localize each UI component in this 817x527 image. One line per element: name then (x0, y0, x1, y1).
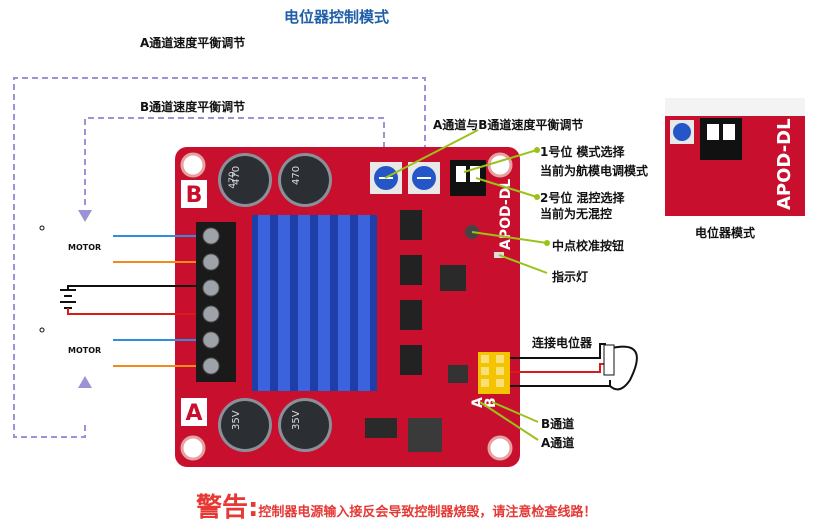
pot-header[interactable] (478, 352, 510, 394)
regulator (365, 418, 397, 438)
label-b-balance: B通道速度平衡调节 (140, 100, 246, 114)
cap-text-1: 470 (231, 166, 242, 185)
silk-b-small: B (483, 397, 499, 408)
pot-loop-wire (609, 345, 638, 391)
inset-photo: APOD-DL (665, 98, 805, 216)
silk-a-small: A (470, 397, 486, 408)
brand-label: APOD-DL (498, 179, 514, 250)
label-a-balance: A通道速度平衡调节 (140, 36, 246, 50)
label-channel-a: A通道 (541, 436, 575, 450)
leader-channel-a (479, 401, 539, 441)
external-potentiometer (603, 344, 615, 376)
inset-caption: 电位器模式 (695, 226, 756, 240)
mosfet-3 (400, 300, 422, 330)
cap-text-2: 470 (291, 166, 302, 185)
label-switch1-line2: 当前为航模电调模式 (540, 164, 649, 178)
power-wire-red (67, 308, 196, 315)
capacitor-bottom-right (281, 401, 329, 449)
motor-a-label: MOTOR (68, 346, 102, 355)
warning-text: 控制器电源输入接反会导致控制器烧毁，请注意检查线路！ (258, 505, 597, 520)
label-connect-pot: 连接电位器 (532, 336, 593, 350)
a-balance-dashed-line (13, 77, 426, 438)
motor-b-label: MOTOR (68, 243, 102, 252)
leader-switch2 (475, 177, 538, 198)
power-wire-black (67, 285, 196, 290)
cap-text-3: 35V (231, 410, 242, 430)
pot-wire-2 (510, 363, 606, 373)
a-balance-arrow (78, 376, 92, 388)
b-balance-arrow (78, 210, 92, 222)
label-channel-b: B通道 (541, 417, 575, 431)
marker-bottom (39, 327, 45, 333)
mosfet-2 (400, 255, 422, 285)
label-switch2-line1: 2号位 混控选择 (540, 191, 625, 205)
capacitor-bottom-left (221, 401, 269, 449)
silk-a-label: A (185, 401, 202, 426)
warning-banner: 警告:控制器电源输入接反会导致控制器烧毁，请注意检查线路！ (196, 487, 596, 524)
page-title: 电位器控制模式 (284, 8, 390, 26)
svg-text:470: 470 (228, 171, 238, 188)
leader-indicator (498, 254, 548, 274)
label-switch2-line2: 当前为无混控 (540, 207, 613, 221)
pot-wire-3 (510, 380, 611, 387)
inductor (408, 418, 442, 452)
label-switch1-line1: 1号位 模式选择 (540, 145, 625, 159)
capacitor-top-right (278, 153, 332, 207)
mosfet-1 (400, 210, 422, 240)
leader-switch1 (463, 149, 538, 173)
terminal-block (196, 222, 236, 382)
cap-text-4: 35V (291, 410, 302, 430)
heatsink (252, 215, 377, 391)
potentiometer-a[interactable] (408, 162, 440, 194)
marker-top (39, 225, 45, 231)
inset-brand: APOD-DL (774, 118, 795, 210)
inset-dip-switch (700, 118, 742, 160)
label-center-calibration: 中点校准按钮 (552, 239, 625, 253)
label-indicator: 指示灯 (552, 270, 589, 284)
b-balance-dashed-line (84, 117, 385, 205)
dip-switch[interactable] (450, 160, 486, 196)
leader-ab-balance (384, 129, 479, 179)
leader-channel-b (491, 401, 539, 423)
label-ab-balance: A通道与B通道速度平衡调节 (433, 118, 584, 132)
pot-wire-1 (510, 343, 606, 359)
warning-title: 警告: (196, 493, 259, 523)
mcu-chip (440, 265, 466, 291)
mosfet-4 (400, 345, 422, 375)
small-chip (448, 365, 468, 383)
controller-board: B A 470 470 470 35V 35V (175, 147, 520, 467)
leader-calibration (471, 231, 548, 244)
capacitor-top-left: 470 (218, 153, 272, 207)
silk-b-label: B (186, 183, 203, 208)
battery-icon (60, 289, 76, 309)
